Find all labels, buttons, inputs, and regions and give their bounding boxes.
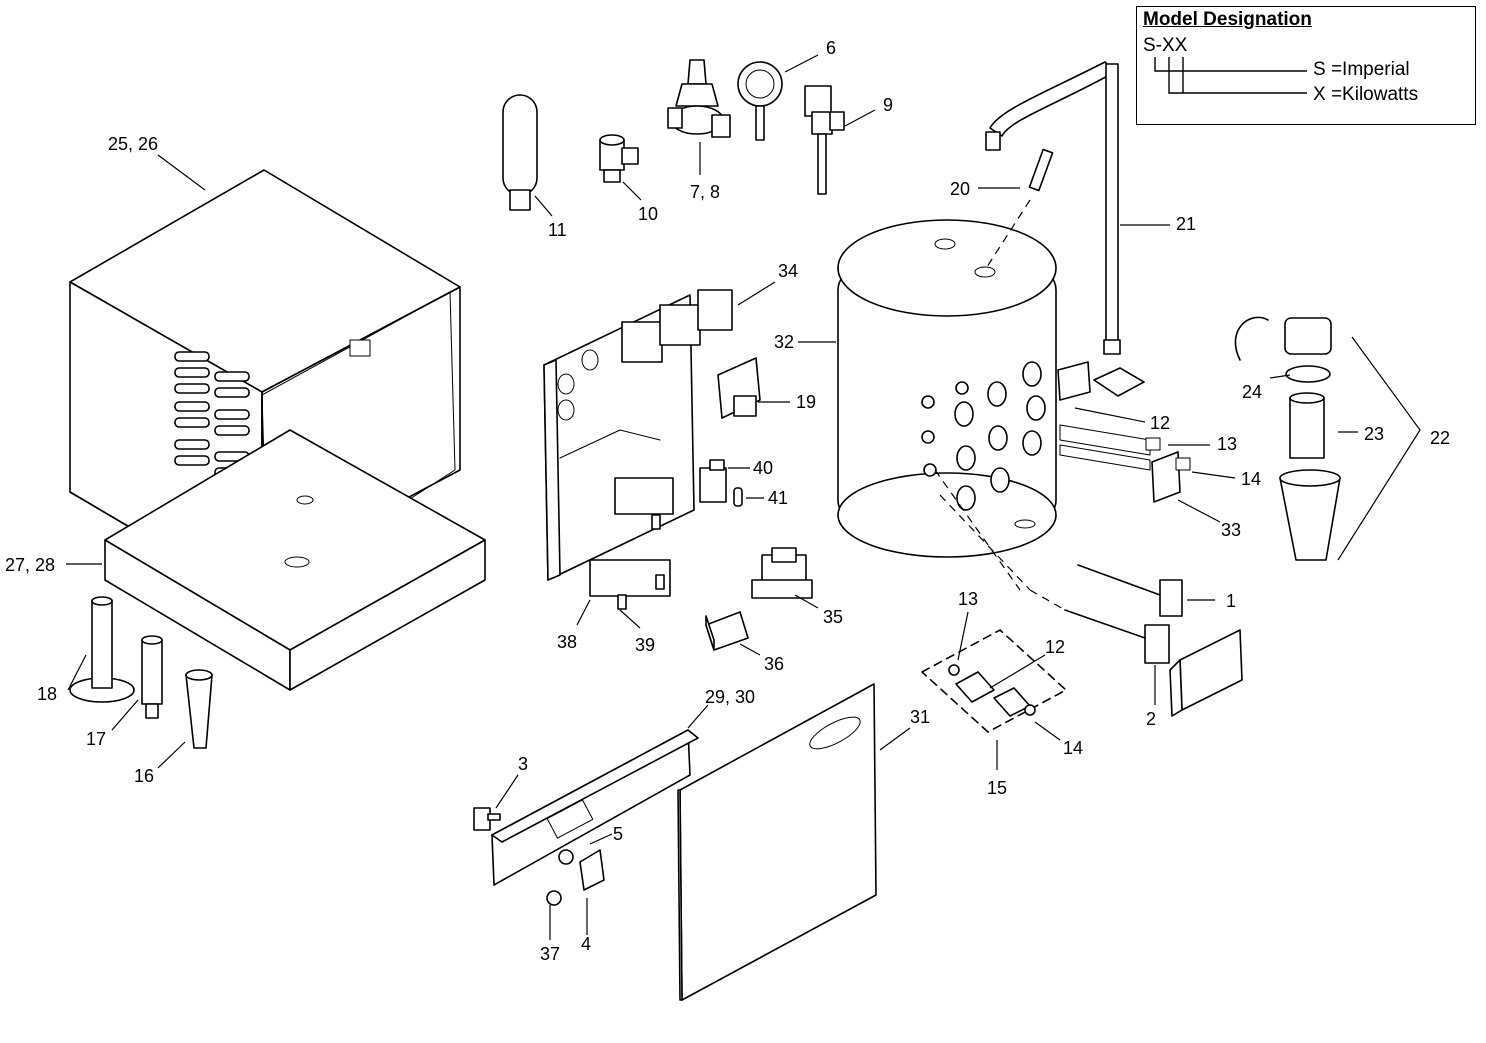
- water-tank-32: [837, 219, 1057, 558]
- switch-3: [473, 807, 501, 831]
- leader-lines: [66, 54, 1421, 940]
- callout-22: 22: [1430, 428, 1450, 448]
- callout-17: 17: [86, 729, 106, 749]
- cabinet-base: [104, 429, 486, 691]
- callout-7-8: 7, 8: [690, 182, 720, 202]
- callout-18: 18: [37, 684, 57, 704]
- callout-24: 24: [1242, 382, 1262, 402]
- tee-fitting-10: [599, 134, 639, 183]
- callout-12a: 12: [1150, 413, 1170, 433]
- thermostat-2: [1064, 609, 1243, 717]
- callout-41: 41: [768, 488, 788, 508]
- callout-14a: 14: [1241, 469, 1261, 489]
- callout-6: 6: [826, 38, 836, 58]
- fuse-41: [733, 487, 743, 507]
- callout-11: 11: [548, 220, 567, 240]
- callout-4: 4: [581, 934, 591, 954]
- callout-10: 10: [638, 204, 658, 224]
- callout-16: 16: [134, 766, 154, 786]
- contactors-34: [621, 289, 733, 363]
- callout-34: 34: [778, 261, 798, 281]
- leg-17: [141, 635, 163, 719]
- bracket-4: [579, 849, 605, 891]
- callout-19: 19: [796, 392, 816, 412]
- legend-connector-lines: [1154, 57, 1307, 94]
- callout-32: 32: [774, 332, 794, 352]
- callout-13a: 13: [1217, 434, 1237, 454]
- cabinet-housing: [69, 169, 461, 606]
- terminal-strips-38: [589, 477, 674, 597]
- outlet-pipe-21: [985, 61, 1121, 355]
- pressure-regulator-7-8: [667, 59, 731, 138]
- thermostat-1: [1077, 564, 1183, 617]
- callout-38: 38: [557, 632, 577, 652]
- relay-board-19: [717, 357, 761, 419]
- callout-25-26: 25, 26: [108, 134, 158, 154]
- standoffs-39: [617, 514, 665, 610]
- gasket-plate-12: [1093, 367, 1145, 397]
- front-panel-31: [677, 683, 877, 1001]
- callout-3: 3: [518, 754, 528, 774]
- callout-20: 20: [950, 179, 970, 199]
- indicator-37: [546, 890, 562, 906]
- leg-18: [69, 596, 135, 703]
- callout-5: 5: [613, 824, 623, 844]
- expansion-tank-11: [502, 94, 538, 211]
- callout-37: 37: [540, 944, 560, 964]
- callout-27-28: 27, 28: [5, 555, 55, 575]
- sensor-probe-20: [1028, 148, 1054, 192]
- callout-35: 35: [823, 607, 843, 627]
- control-bracket-29-30: [491, 729, 699, 886]
- callout-12b: 12: [1045, 637, 1065, 657]
- terminal-block-36: [705, 611, 749, 651]
- callout-1: 1: [1226, 591, 1236, 611]
- transformer-35: [751, 547, 813, 599]
- callout-31: 31: [910, 707, 930, 727]
- callout-9: 9: [883, 95, 893, 115]
- leg-16: [185, 669, 213, 749]
- callout-33: 33: [1221, 520, 1241, 540]
- callout-39: 39: [635, 635, 655, 655]
- callout-15: 15: [987, 778, 1007, 798]
- callout-14b: 14: [1063, 738, 1083, 758]
- light-5: [558, 849, 574, 865]
- callout-labels: 1 2 3 4 5 6 7, 8 9 10 11 12 12 13 13 14 …: [5, 38, 1450, 964]
- legend-s-definition: S =Imperial: [1313, 59, 1410, 80]
- legend-code: S-XX: [1143, 35, 1188, 56]
- relief-valve-9: [804, 85, 845, 195]
- callout-21: 21: [1176, 214, 1196, 234]
- gauge-6: [737, 61, 783, 141]
- heating-element-33: [1057, 361, 1191, 503]
- gasket-kit-15: [921, 629, 1067, 733]
- callout-2: 2: [1146, 709, 1156, 729]
- callout-40: 40: [753, 458, 773, 478]
- water-filter-22: [1234, 316, 1341, 561]
- model-designation-legend: Model Designation S-XX S =Imperial X =Ki…: [1136, 6, 1476, 125]
- callout-13b: 13: [958, 589, 978, 609]
- callout-36: 36: [764, 654, 784, 674]
- callout-23: 23: [1364, 424, 1384, 444]
- callout-29-30: 29, 30: [705, 687, 755, 707]
- legend-x-definition: X =Kilowatts: [1313, 84, 1419, 105]
- legend-title: Model Designation: [1143, 9, 1312, 30]
- terminal-block-40: [699, 459, 727, 503]
